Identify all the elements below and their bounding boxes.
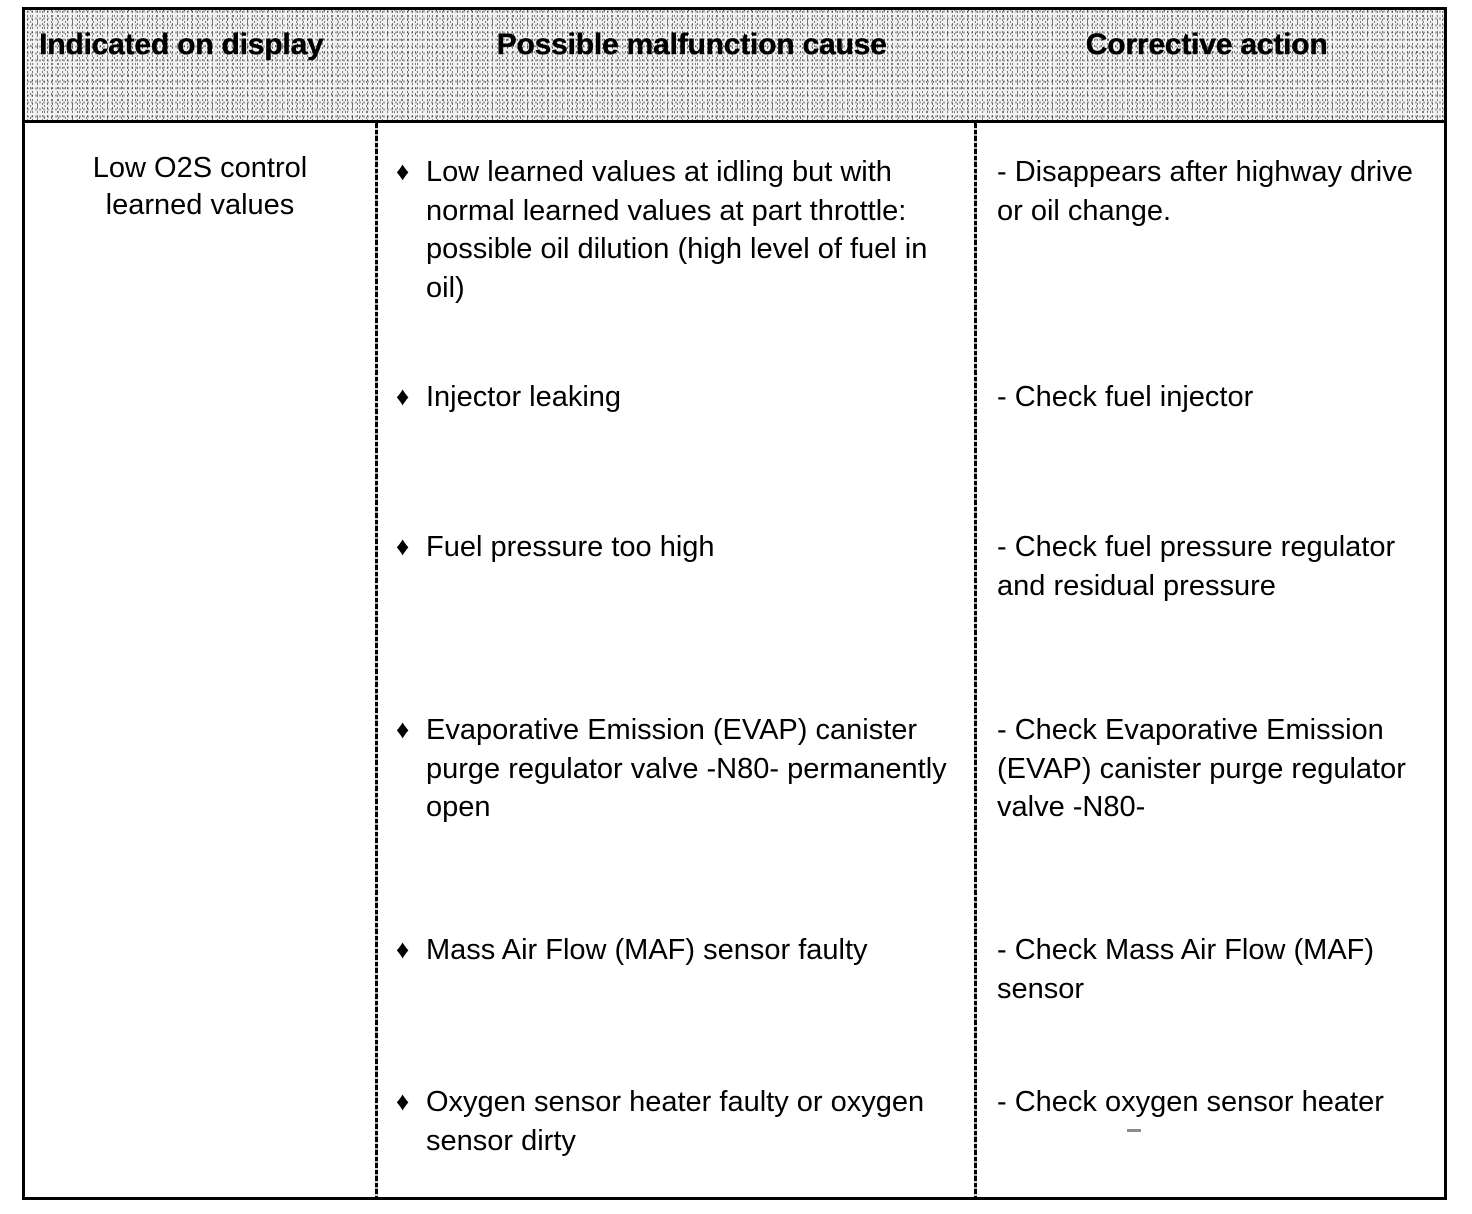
column-divider-1	[375, 123, 378, 1197]
table-row: ♦ Evaporative Emission (EVAP) canister p…	[378, 711, 974, 827]
cause-item: ♦ Injector leaking	[396, 378, 960, 417]
diagnostic-table: Indicated on display Possible malfunctio…	[22, 7, 1447, 1200]
table-header-row: Indicated on display Possible malfunctio…	[25, 10, 1444, 123]
table-row: - Check fuel pressure regulator and resi…	[977, 528, 1444, 605]
table-row: ♦ Fuel pressure too high	[378, 528, 974, 567]
cause-text: Low learned values at idling but with no…	[426, 156, 928, 304]
cause-item: ♦ Fuel pressure too high	[396, 528, 960, 567]
column-header-label: Corrective action	[1085, 28, 1328, 61]
diamond-bullet-icon: ♦	[396, 381, 410, 411]
cause-item: ♦ Low learned values at idling but with …	[396, 153, 960, 307]
table-row: ♦ Injector leaking	[378, 378, 974, 417]
action-text: - Check oxygen sensor heater	[997, 1086, 1384, 1118]
diamond-bullet-icon: ♦	[396, 934, 410, 964]
cause-item: ♦ Evaporative Emission (EVAP) canister p…	[396, 711, 960, 827]
table-row: - Check oxygen sensor heater	[977, 1083, 1444, 1132]
cause-text: Injector leaking	[426, 381, 622, 413]
table-row: ♦ Mass Air Flow (MAF) sensor faulty	[378, 931, 974, 970]
table-row: - Check Mass Air Flow (MAF) sensor	[977, 931, 1444, 1008]
column-header-label: Indicated on display	[39, 28, 324, 61]
cause-text: Evaporative Emission (EVAP) canister pur…	[426, 714, 947, 824]
indicated-on-display-value: Low O2S control learned values	[92, 152, 308, 222]
diamond-bullet-icon: ♦	[396, 714, 410, 744]
table-row: - Disappears after highway drive or oil …	[977, 153, 1444, 230]
column-header-possible-malfunction-cause: Possible malfunction cause	[392, 10, 991, 120]
scan-artifact-speck	[1127, 1129, 1141, 1132]
column-header-label: Possible malfunction cause	[496, 28, 887, 61]
action-text: - Check fuel injector	[997, 381, 1254, 413]
table-body: Low O2S control learned values ♦ Low lea…	[25, 123, 1444, 1197]
table-row: - Check Evaporative Emission (EVAP) cani…	[977, 711, 1444, 827]
action-text: - Check Evaporative Emission (EVAP) cani…	[997, 714, 1406, 824]
table-row: - Check fuel injector	[977, 378, 1444, 417]
column-header-indicated-on-display: Indicated on display	[25, 10, 392, 120]
cause-text: Oxygen sensor heater faulty or oxygen se…	[426, 1086, 925, 1157]
diamond-bullet-icon: ♦	[396, 531, 410, 561]
table-row: ♦ Oxygen sensor heater faulty or oxygen …	[378, 1083, 974, 1160]
action-text: - Disappears after highway drive or oil …	[997, 156, 1413, 227]
cause-text: Fuel pressure too high	[426, 531, 715, 563]
diamond-bullet-icon: ♦	[396, 1086, 410, 1116]
cause-item: ♦ Oxygen sensor heater faulty or oxygen …	[396, 1083, 960, 1160]
cell-indicated-on-display: Low O2S control learned values	[25, 123, 375, 224]
action-text: - Check fuel pressure regulator and resi…	[997, 531, 1396, 602]
table-row: ♦ Low learned values at idling but with …	[378, 153, 974, 307]
cause-item: ♦ Mass Air Flow (MAF) sensor faulty	[396, 931, 960, 970]
column-header-corrective-action: Corrective action	[991, 10, 1444, 120]
column-divider-2	[974, 123, 977, 1197]
action-text: - Check Mass Air Flow (MAF) sensor	[997, 934, 1375, 1005]
cause-text: Mass Air Flow (MAF) sensor faulty	[426, 934, 868, 966]
diamond-bullet-icon: ♦	[396, 156, 410, 186]
